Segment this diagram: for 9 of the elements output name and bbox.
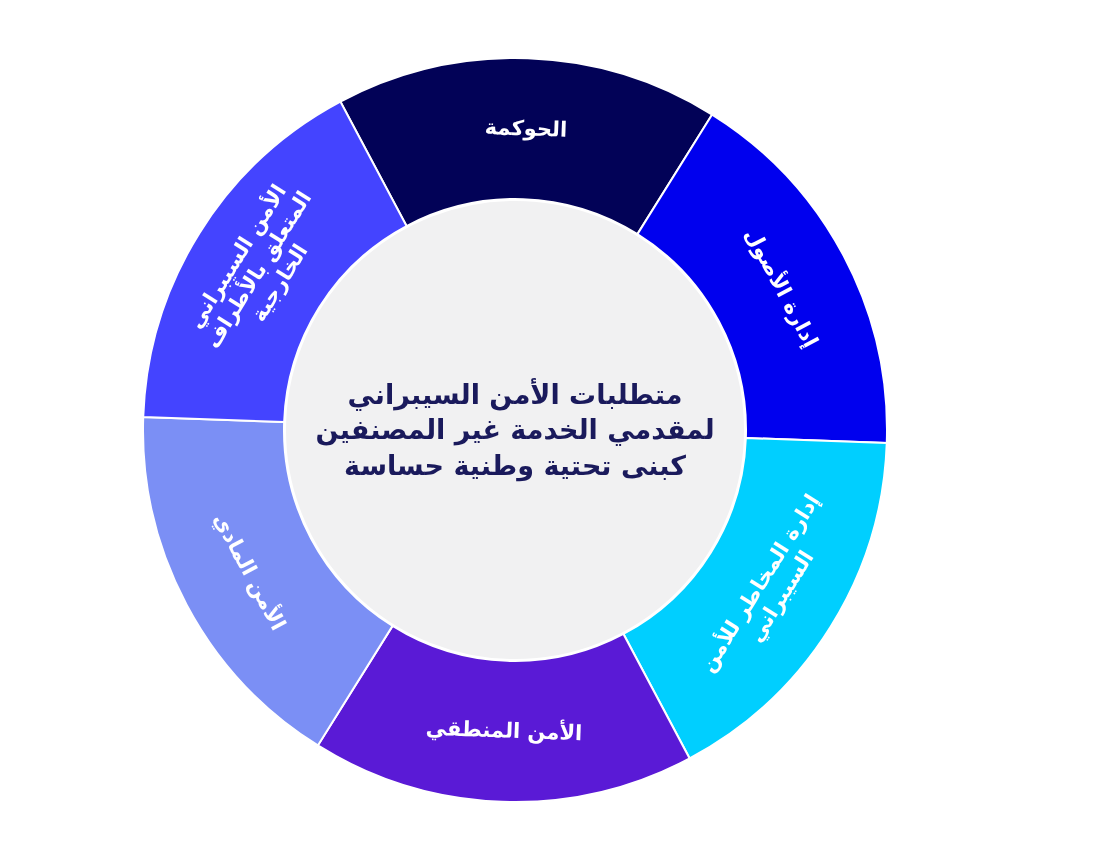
- ring-segment: [339, 57, 714, 236]
- segment-label: إدارة الأصول: [739, 223, 825, 354]
- segment-label: الأمن السيبراني المتعلق بالأطراف الخارجية: [182, 179, 318, 355]
- segment-label: الأمن المنطقي: [424, 715, 585, 748]
- ring-segment: [316, 624, 691, 803]
- segment-label: إدارة المخاطر للأمن السيبراني: [694, 488, 825, 679]
- segment-label: الحوكمة: [482, 113, 569, 144]
- segment-label: الأمن المادي: [207, 507, 292, 636]
- center-title: متطلبات الأمن السيبراني لمقدمي الخدمة غير المصنفين كبنى تحتية وطنية حساسة: [315, 377, 715, 483]
